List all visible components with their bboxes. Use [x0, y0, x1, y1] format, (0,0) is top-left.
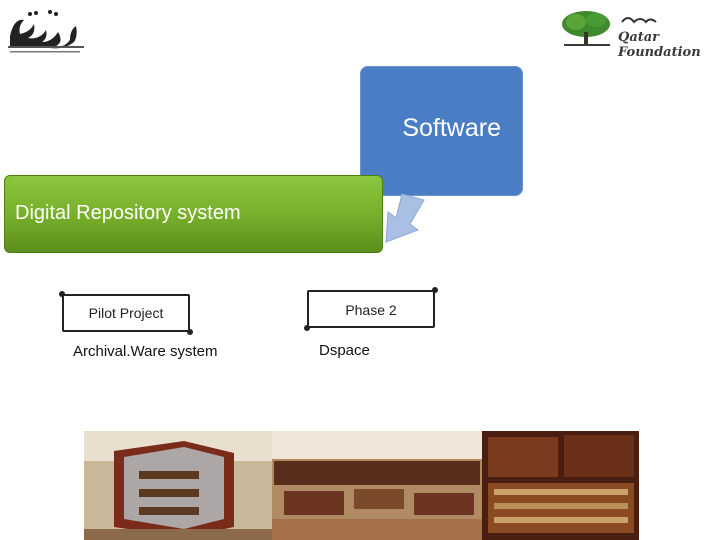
calligraphy-logo-icon: [8, 10, 84, 53]
scroll-cap: [59, 291, 65, 297]
scroll-cap: [187, 329, 193, 335]
pilot-project-card: Pilot Project: [59, 291, 193, 335]
phase-2-system-text: Dspace: [319, 342, 370, 359]
library-photos: [84, 431, 639, 540]
down-left-arrow-icon: [385, 193, 425, 243]
qatar-foundation-logo: Qatar Foundation: [560, 8, 714, 60]
software-box: Software: [360, 66, 523, 196]
repository-bar: Digital Repository system: [4, 175, 383, 253]
tree-icon: [562, 11, 657, 46]
pilot-project-title: Pilot Project: [88, 305, 164, 321]
thaqafa-logo: [4, 6, 88, 58]
qatar-foundation-text: Qatar Foundation: [618, 30, 701, 60]
phase-2-title: Phase 2: [345, 302, 397, 318]
repository-label: Digital Repository system: [15, 202, 241, 224]
scroll-cap: [432, 287, 438, 293]
phase-2-card: Phase 2: [304, 287, 438, 331]
pilot-system-text: Archival.Ware system: [73, 343, 218, 360]
software-label: Software: [402, 114, 501, 142]
library-photos-icon: [84, 431, 639, 540]
scroll-cap: [304, 325, 310, 331]
